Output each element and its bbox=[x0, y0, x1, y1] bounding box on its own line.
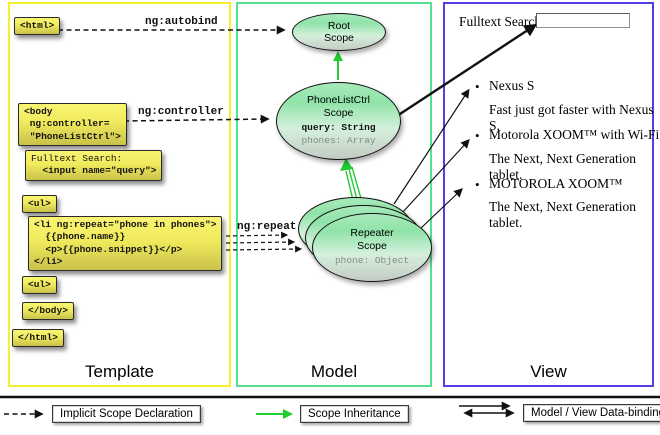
legend-model-view-databinding: Model / View Data-binding bbox=[523, 404, 660, 422]
view-item-snippet: The Next, Next Generation tablet. bbox=[489, 151, 636, 182]
code-fulltext-search: Fulltext Search: <input name="query"> bbox=[25, 150, 163, 181]
bullet-icon: • bbox=[475, 177, 480, 192]
phonelistctrl-scope-ellipse: PhoneListCtrl Scope query: String phones… bbox=[276, 82, 401, 160]
model-panel-label: Model bbox=[310, 362, 358, 381]
code-fulltext-label: Fulltext Search: bbox=[31, 153, 123, 164]
template-panel: Template bbox=[8, 2, 231, 387]
template-panel-label: Template bbox=[85, 362, 154, 381]
code-body-open: <body ng:controller= "PhoneListCtrl"> bbox=[18, 103, 127, 147]
bullet-icon: • bbox=[475, 79, 480, 94]
legend-implicit-scope-declaration: Implicit Scope Declaration bbox=[52, 405, 201, 423]
view-search-label: Fulltext Search: bbox=[459, 14, 545, 29]
view-panel: View bbox=[443, 2, 654, 387]
view-item-title: MOTOROLA XOOM™ bbox=[489, 176, 623, 191]
ng-controller-label: ng:controller bbox=[138, 106, 224, 118]
phonelistctrl-scope-title: PhoneListCtrl Scope bbox=[306, 94, 371, 119]
legend-scope-inheritance: Scope Inheritance bbox=[300, 405, 409, 423]
repeater-phone-prop: phone: Object bbox=[334, 254, 410, 266]
view-item-snippet: The Next, Next Generation tablet. bbox=[489, 199, 636, 230]
ng-autobind-label: ng:autobind bbox=[145, 16, 218, 28]
ng-repeat-label: ng:repeat bbox=[237, 221, 297, 233]
phonelistctrl-phones-prop: phones: Array bbox=[301, 134, 376, 146]
code-fulltext-input: <input name="query"> bbox=[31, 165, 157, 177]
phonelistctrl-query-prop: query: String bbox=[301, 122, 376, 134]
view-item-title: Nexus S bbox=[489, 78, 535, 93]
view-panel-label: View bbox=[530, 362, 567, 381]
repeater-scope-title: Repeater Scope bbox=[350, 227, 394, 252]
root-scope-title: Root Scope bbox=[324, 19, 354, 44]
view-search-input[interactable] bbox=[536, 13, 630, 28]
code-ul-close: <ul> bbox=[22, 276, 57, 295]
view-item-snippet: Fast just got faster with Nexus S. bbox=[489, 102, 654, 133]
code-ul-open: <ul> bbox=[22, 195, 57, 214]
code-html-open: <html> bbox=[14, 17, 61, 36]
bullet-icon: • bbox=[475, 128, 480, 143]
code-body-close: </body> bbox=[22, 302, 74, 321]
code-html-close: </html> bbox=[12, 329, 64, 348]
root-scope-ellipse: Root Scope bbox=[292, 13, 386, 51]
repeater-scope-ellipse: Repeater Scope phone: Object bbox=[312, 213, 432, 282]
view-item-title: Motorola XOOM™ with Wi-Fi bbox=[489, 127, 660, 142]
code-li-repeat: <li ng:repeat="phone in phones"> {{phone… bbox=[28, 216, 223, 272]
model-panel: Model bbox=[236, 2, 432, 387]
